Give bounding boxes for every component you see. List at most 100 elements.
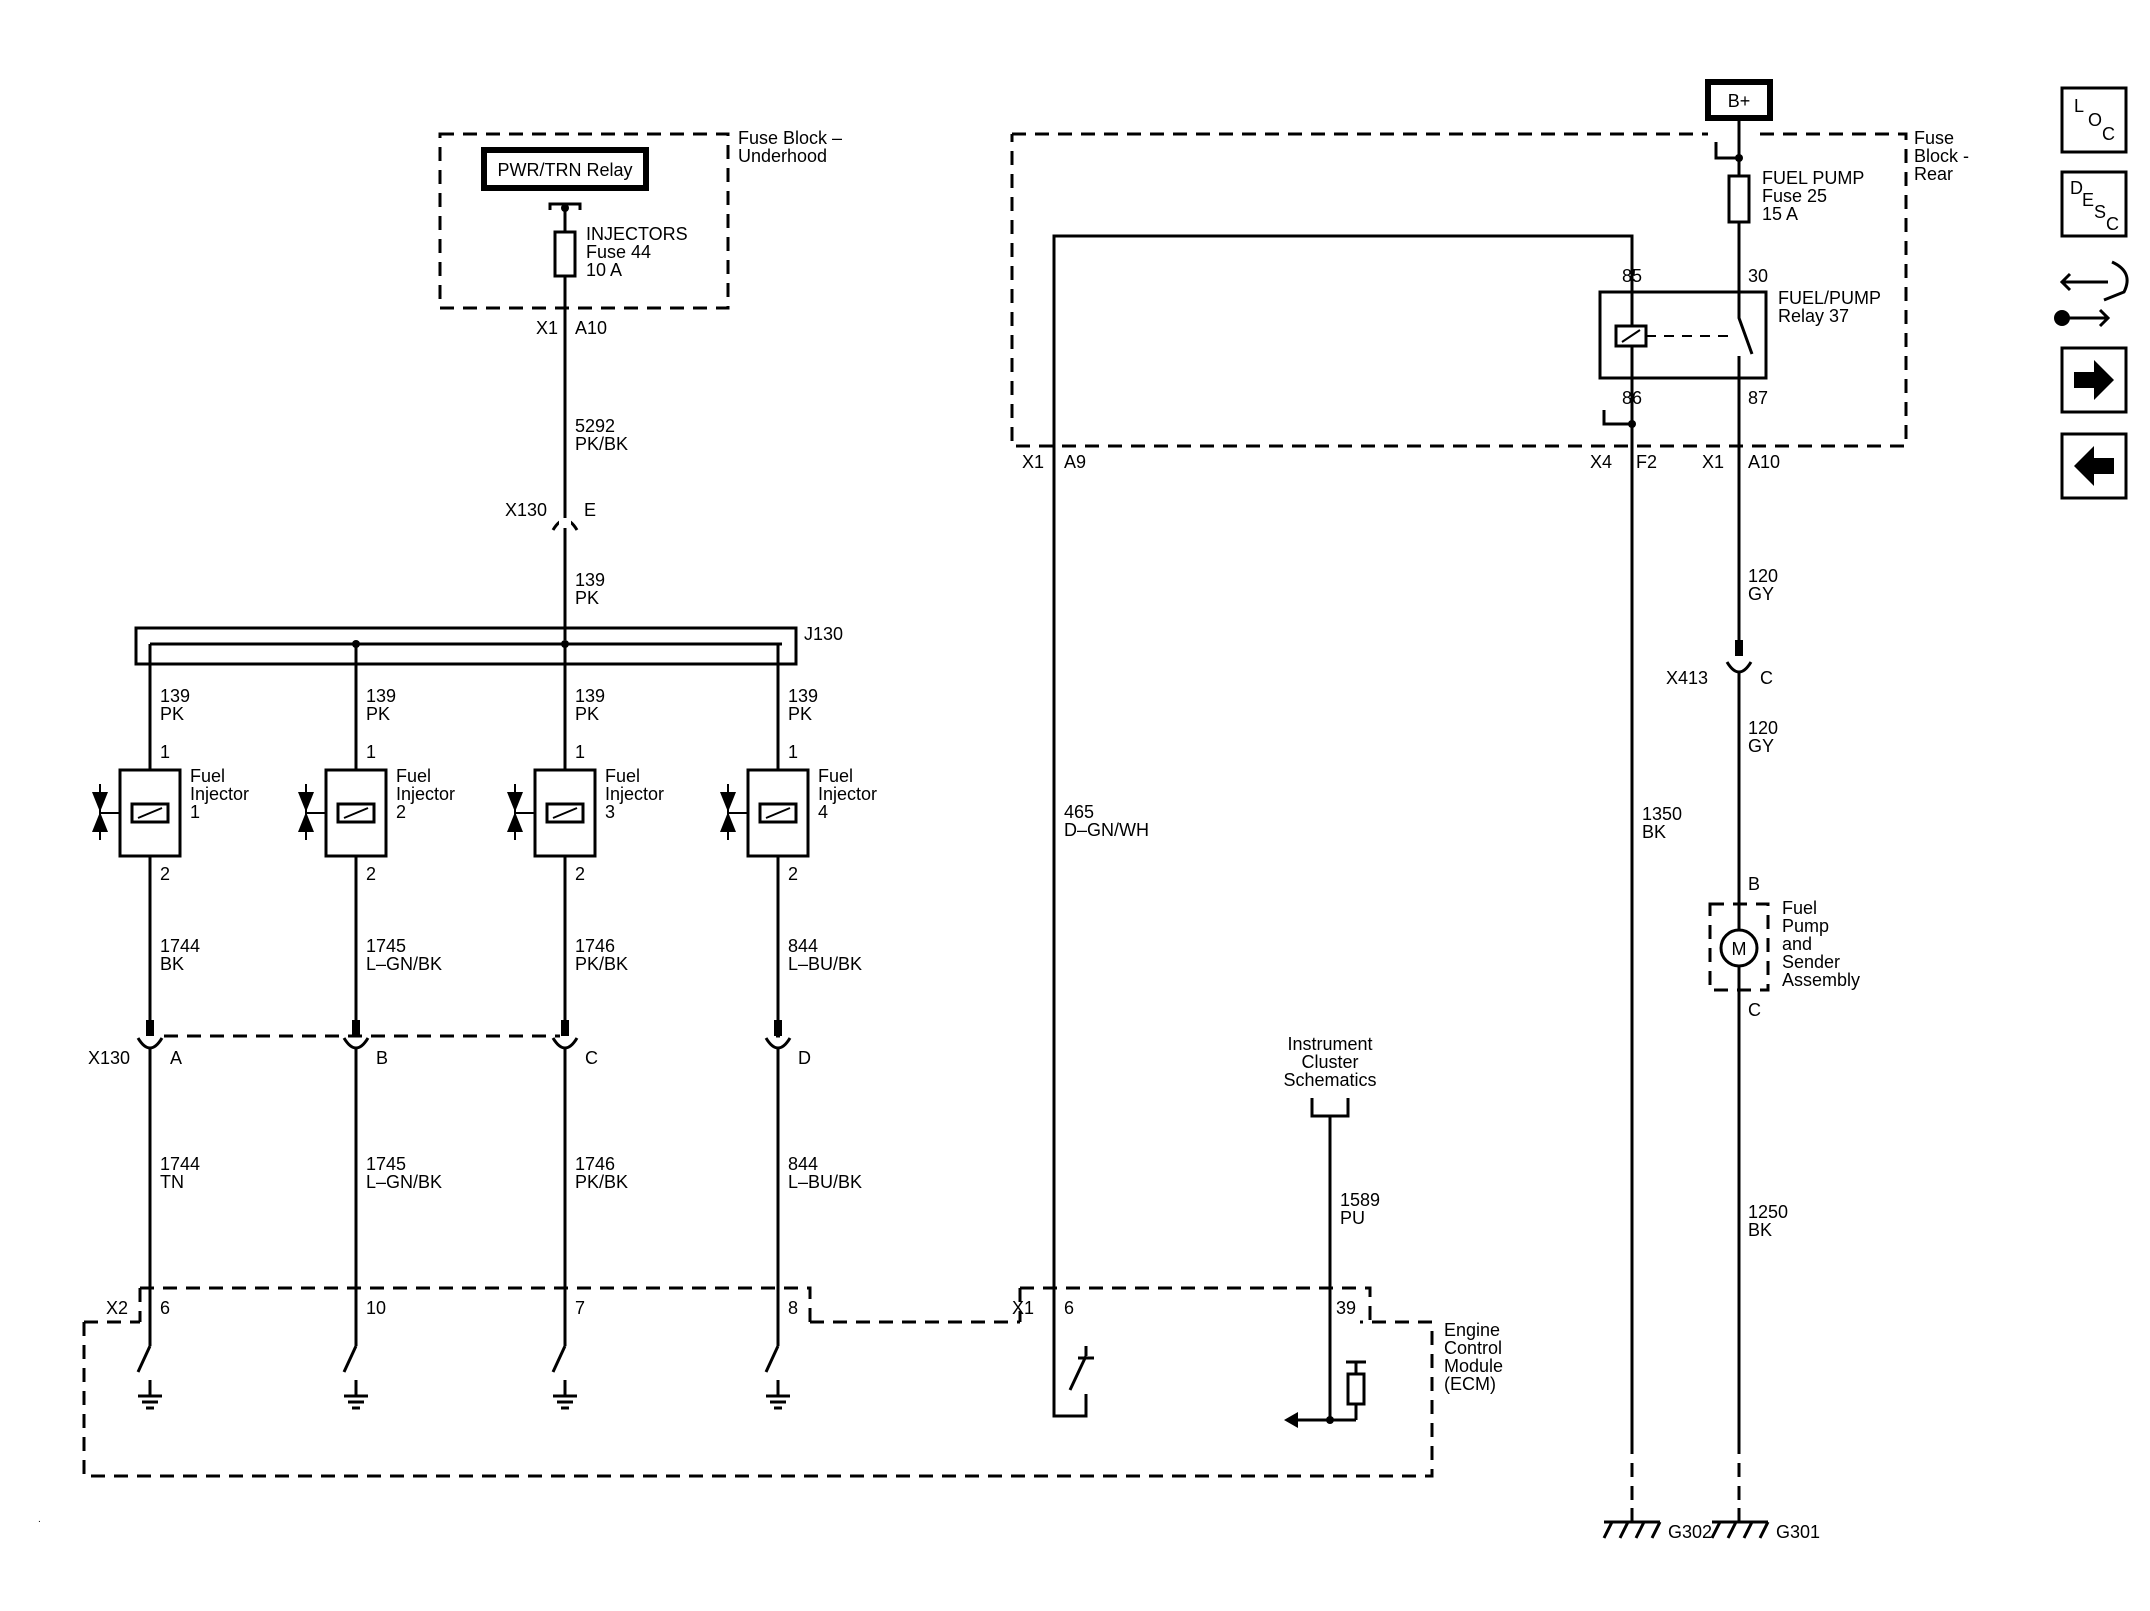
injector-1-label1: Fuel bbox=[190, 766, 225, 786]
x1-a9-connector-id: X1 bbox=[1022, 452, 1044, 472]
rear-fuse-block: Fuse Block - Rear B+ FUEL PUMP Fuse 25 1… bbox=[1010, 79, 1969, 448]
ground-icon bbox=[138, 1394, 162, 1410]
injector-4-label2: Injector bbox=[818, 784, 877, 804]
ground-g301-icon bbox=[1710, 1508, 1770, 1539]
fuel-pump-label-2: Pump bbox=[1782, 916, 1829, 936]
injector-2-label1: Fuel bbox=[396, 766, 431, 786]
wire-1589-circuit: 1589 bbox=[1340, 1190, 1380, 1210]
injector-3-out-color: PK/BK bbox=[575, 954, 628, 974]
injector-4-ecm-circuit: 844 bbox=[788, 1154, 818, 1174]
injector-3-number: 3 bbox=[605, 802, 615, 822]
x4-connector-pin: F2 bbox=[1636, 452, 1657, 472]
fuel-pump-pin-b: B bbox=[1748, 874, 1760, 894]
wire-120-lower-color: GY bbox=[1748, 736, 1774, 756]
engine-control-module: X2 X1 6 39 Engine Control Module (ECM) bbox=[82, 1286, 1503, 1478]
x130-upper-pin: E bbox=[584, 500, 596, 520]
x413-id: X413 bbox=[1666, 668, 1708, 688]
fuel-pump-relay-name: FUEL/PUMP bbox=[1778, 288, 1881, 308]
location-button[interactable]: L O C bbox=[2060, 86, 2128, 154]
injector-3-in-circuit: 139 bbox=[575, 686, 605, 706]
corner-mark: . bbox=[38, 1514, 41, 1525]
battery-b-plus: B+ bbox=[1728, 91, 1751, 111]
fuse-block-underhood-title-2: Underhood bbox=[738, 146, 827, 166]
injector-1-in-circuit: 139 bbox=[160, 686, 190, 706]
underhood-fuse-block: Fuse Block – Underhood PWR/TRN Relay INJ… bbox=[438, 128, 842, 310]
injector-2-pin1: 1 bbox=[366, 742, 376, 762]
ecm-title-3: Module bbox=[1444, 1356, 1503, 1376]
rear-fuse-block-title-2: Block - bbox=[1914, 146, 1969, 166]
injector-3-x130-pin: C bbox=[585, 1048, 598, 1068]
ground-g302-icon bbox=[1602, 1508, 1662, 1539]
x4-connector-id: X4 bbox=[1590, 452, 1612, 472]
injector-3-pin1: 1 bbox=[575, 742, 585, 762]
injector-1-ecm-color: TN bbox=[160, 1172, 184, 1192]
ecm-title-1: Engine bbox=[1444, 1320, 1500, 1340]
description-button[interactable]: D E S C bbox=[2060, 170, 2128, 238]
injector-1-out-circuit: 1744 bbox=[160, 936, 200, 956]
injector-columns: 139PK1FuelInjector121744BKA1744TN6139PK1… bbox=[92, 644, 877, 1410]
ground-icon bbox=[766, 1394, 790, 1410]
injector-3-pin2: 2 bbox=[575, 864, 585, 884]
fuel-pump-fuse-name: FUEL PUMP bbox=[1762, 168, 1864, 188]
wire-139-trunk-color: PK bbox=[575, 588, 599, 608]
motor-letter: M bbox=[1732, 939, 1747, 959]
fuse-block-underhood-title-1: Fuse Block – bbox=[738, 128, 842, 148]
injector-3-in-color: PK bbox=[575, 704, 599, 724]
injector-1-pin2: 2 bbox=[160, 864, 170, 884]
injector-3-out-circuit: 1746 bbox=[575, 936, 615, 956]
ecm-title-4: (ECM) bbox=[1444, 1374, 1496, 1394]
ecm-title-2: Control bbox=[1444, 1338, 1502, 1358]
fuel-pump-fuse-rating: 15 A bbox=[1762, 204, 1798, 224]
fuel-pump-label-4: Sender bbox=[1782, 952, 1840, 972]
ground-icon bbox=[553, 1394, 577, 1410]
next-page-button[interactable] bbox=[2060, 346, 2128, 414]
ground-g301-label: G301 bbox=[1776, 1522, 1820, 1542]
arrow-left-icon bbox=[2074, 446, 2114, 486]
injector-1-ecm-pin: 6 bbox=[160, 1298, 170, 1318]
connector-repair-icon[interactable] bbox=[2054, 260, 2129, 328]
injector-2-out-color: L–GN/BK bbox=[366, 954, 442, 974]
x130-lower-id: X130 bbox=[88, 1048, 130, 1068]
fuel-injector-4: 139PK1FuelInjector42844L–BU/BKD844L–BU/B… bbox=[720, 644, 877, 1410]
ground-icon bbox=[344, 1394, 368, 1410]
injector-1-out-color: BK bbox=[160, 954, 184, 974]
arrow-right-icon bbox=[2074, 360, 2114, 400]
wire-5292-circuit: 5292 bbox=[575, 416, 615, 436]
instrument-cluster-line1: Instrument bbox=[1287, 1034, 1372, 1054]
injector-4-pin1: 1 bbox=[788, 742, 798, 762]
wire-465-circuit: 465 bbox=[1064, 802, 1094, 822]
injector-2-in-color: PK bbox=[366, 704, 390, 724]
rear-fuse-block-title-3: Rear bbox=[1914, 164, 1953, 184]
x413-pin: C bbox=[1760, 668, 1773, 688]
injector-4-in-color: PK bbox=[788, 704, 812, 724]
injector-3-ecm-circuit: 1746 bbox=[575, 1154, 615, 1174]
x130-upper-id: X130 bbox=[505, 500, 547, 520]
relay-pin-85: 85 bbox=[1622, 266, 1642, 286]
fuel-pump-motor-icon: M bbox=[1708, 900, 1770, 996]
instrument-cluster-line3: Schematics bbox=[1283, 1070, 1376, 1090]
injector-4-in-circuit: 139 bbox=[788, 686, 818, 706]
injector-4-ecm-color: L–BU/BK bbox=[788, 1172, 862, 1192]
wire-120-upper-color: GY bbox=[1748, 584, 1774, 604]
desc-letter-e: E bbox=[2082, 190, 2094, 210]
instrument-cluster-reference[interactable]: Instrument Cluster Schematics bbox=[1283, 1034, 1377, 1118]
previous-page-button[interactable] bbox=[2060, 432, 2128, 500]
x1-connector-pin-a10-left: A10 bbox=[575, 318, 607, 338]
wire-5292-color: PK/BK bbox=[575, 434, 628, 454]
fuel-pump-label-5: Assembly bbox=[1782, 970, 1860, 990]
desc-letter-s: S bbox=[2094, 202, 2106, 222]
injector-4-number: 4 bbox=[818, 802, 828, 822]
desc-letter-c: C bbox=[2106, 214, 2119, 234]
injector-1-pin1: 1 bbox=[160, 742, 170, 762]
loc-letter-o: O bbox=[2088, 110, 2102, 130]
wire-1589-color: PU bbox=[1340, 1208, 1365, 1228]
loc-letter-l: L bbox=[2074, 96, 2084, 116]
wire-120-upper-circuit: 120 bbox=[1748, 566, 1778, 586]
ecm-x1-pin-39: 39 bbox=[1336, 1298, 1356, 1318]
splice-j130-label: J130 bbox=[804, 624, 843, 644]
injector-1-in-color: PK bbox=[160, 704, 184, 724]
relay-pin-87: 87 bbox=[1748, 388, 1768, 408]
